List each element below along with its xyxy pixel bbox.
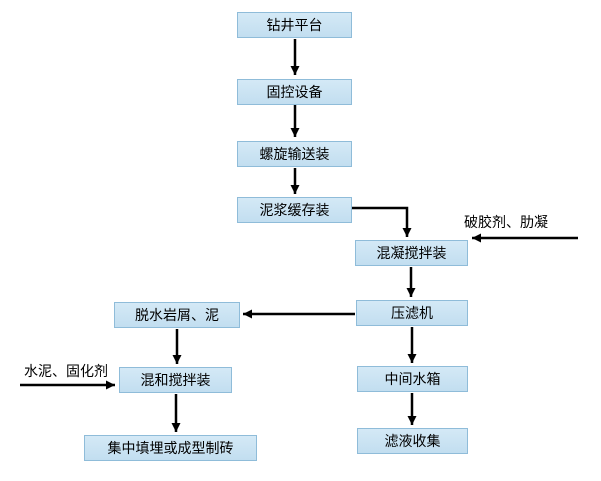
node-drilling-platform: 钻井平台 xyxy=(237,12,352,38)
annotation-cement-solidifier: 水泥、固化剂 xyxy=(24,363,108,379)
node-intermediate-tank: 中间水箱 xyxy=(357,366,468,392)
annotation-gel-breaker: 破胶剂、肋凝 xyxy=(464,214,548,230)
node-screw-conveyor: 螺旋输送装 xyxy=(237,141,352,167)
node-solids-control: 固控设备 xyxy=(237,79,352,105)
node-dewatered-cuttings: 脱水岩屑、泥 xyxy=(114,302,240,328)
node-mixing-unit: 混和搅拌装 xyxy=(119,367,232,393)
arrow-buffer-to-coagulation xyxy=(352,206,412,237)
node-landfill-brick: 集中填埋或成型制砖 xyxy=(84,435,257,461)
node-coagulation-mixer: 混凝搅拌装 xyxy=(355,240,468,266)
node-filtrate-collection: 滤液收集 xyxy=(357,428,468,454)
node-mud-buffer: 泥浆缓存装 xyxy=(237,197,352,223)
node-filter-press: 压滤机 xyxy=(356,300,468,326)
